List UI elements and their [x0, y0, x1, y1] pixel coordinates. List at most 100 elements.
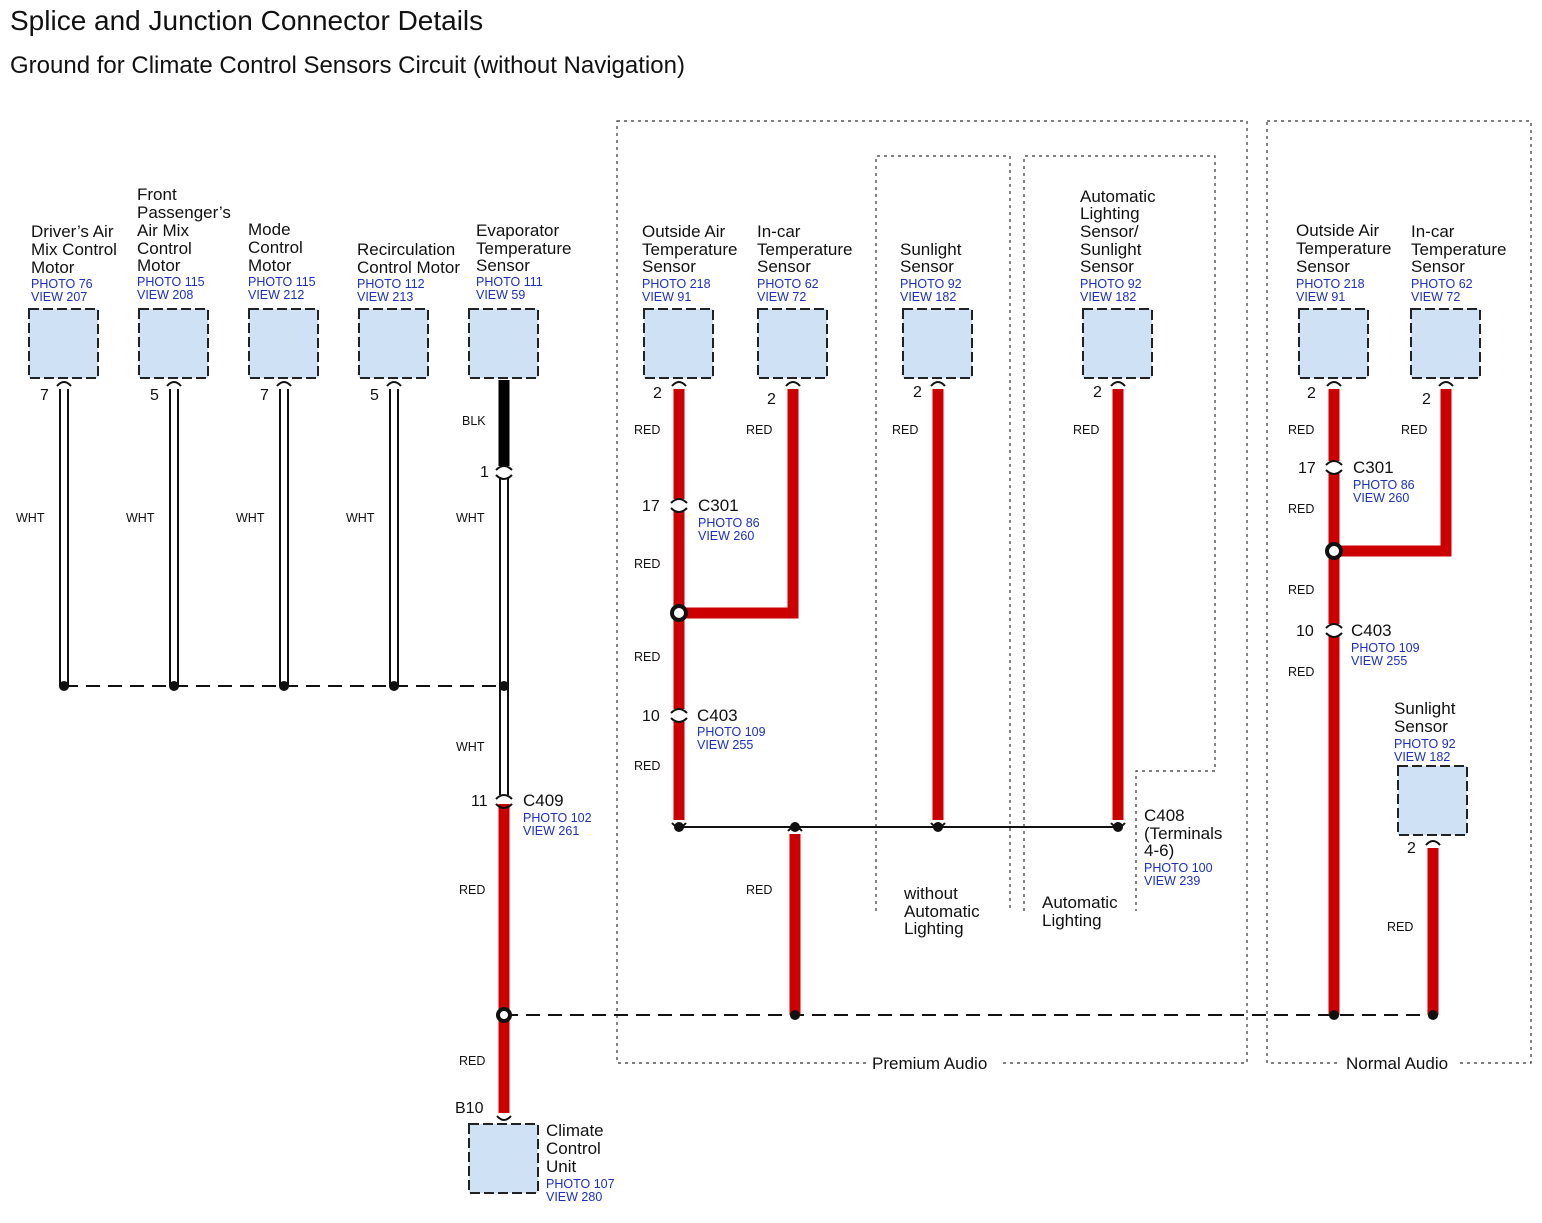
premium-audio-label: Premium Audio: [872, 1054, 987, 1073]
splice-dot: [59, 681, 69, 691]
pin-number: 2: [1093, 384, 1102, 401]
pin-number: 7: [260, 387, 269, 404]
wire-label: RED: [634, 650, 660, 664]
wire-label: RED: [1288, 502, 1314, 516]
evaporator-sensor-box[interactable]: [468, 308, 539, 379]
splice-dot: [496, 1007, 512, 1023]
splice-dot: [790, 1010, 800, 1020]
wht-wires: [59, 389, 509, 795]
splice-dot: [169, 681, 179, 691]
wire-label: RED: [1288, 583, 1314, 597]
pin-number: 2: [1422, 391, 1431, 408]
wire-label: WHT: [346, 511, 375, 525]
wire-label: RED: [634, 423, 660, 437]
pin-number: 2: [913, 384, 922, 401]
drivers-air-mix-motor-box[interactable]: [28, 308, 99, 379]
passenger-air-mix-motor-box[interactable]: [138, 308, 209, 379]
wire-label: RED: [634, 557, 660, 571]
wire-label: WHT: [126, 511, 155, 525]
splice-dot: [674, 822, 684, 832]
wire-label: WHT: [236, 511, 265, 525]
climate-control-unit-box[interactable]: [468, 1123, 539, 1194]
page-subtitle: Ground for Climate Control Sensors Circu…: [10, 52, 685, 79]
mode-control-motor-box[interactable]: [248, 308, 319, 379]
pin-number: 5: [370, 387, 379, 404]
sunlight-sensor-premium-box[interactable]: [902, 308, 973, 379]
component-boxes: [28, 308, 1481, 1194]
svg-text:C301: C301: [1353, 458, 1394, 477]
svg-text:10: 10: [1296, 623, 1314, 640]
inline-connector-symbols: [495, 460, 1343, 809]
pin-number: 2: [653, 385, 662, 402]
pin-number: B10: [455, 1100, 484, 1117]
pin-number: 2: [1307, 385, 1316, 402]
incar-sensor-normal-box[interactable]: [1410, 308, 1481, 379]
wire-label: RED: [1288, 665, 1314, 679]
normal-label-gap: [1340, 1053, 1460, 1075]
splice-points: [59, 542, 1438, 1023]
svg-text:C403: C403: [697, 706, 738, 725]
without-label-gap: [898, 905, 988, 915]
wire-label: RED: [1387, 920, 1413, 934]
pin-number: 5: [150, 387, 159, 404]
svg-text:11: 11: [471, 793, 488, 810]
splice-dot: [1329, 1010, 1339, 1020]
premium-label-gap: [866, 1053, 1002, 1075]
auto-lighting-sensor-box[interactable]: [1082, 308, 1153, 379]
pin-numbers: 7 5 7 5 1 2 2 2 2 2 2 2 B10: [40, 384, 1431, 1117]
svg-text:17: 17: [1298, 460, 1316, 477]
automatic-label-gap: [1040, 905, 1130, 915]
svg-text:10: 10: [642, 708, 660, 725]
splice-dot: [279, 681, 289, 691]
wire-label: RED: [746, 883, 772, 897]
automatic-lighting-region: [1023, 155, 1216, 911]
splice-dot: [499, 681, 509, 691]
without-automatic-lighting-region: [875, 155, 1011, 911]
svg-text:C301: C301: [698, 496, 739, 515]
outside-air-sensor-normal-box[interactable]: [1298, 308, 1369, 379]
svg-text:C409: C409: [523, 791, 564, 810]
splice-dot: [1325, 542, 1343, 560]
wire-label: RED: [1401, 423, 1427, 437]
automatic-lighting-label: Automatic Lighting: [1042, 893, 1122, 930]
splice-dot: [1113, 822, 1123, 832]
outside-air-sensor-premium-box[interactable]: [643, 308, 714, 379]
recirculation-motor-box[interactable]: [358, 308, 429, 379]
incar-sensor-premium-box[interactable]: [757, 308, 828, 379]
sunlight-sensor-normal-box[interactable]: [1397, 765, 1468, 836]
splice-dot: [1428, 1010, 1438, 1020]
